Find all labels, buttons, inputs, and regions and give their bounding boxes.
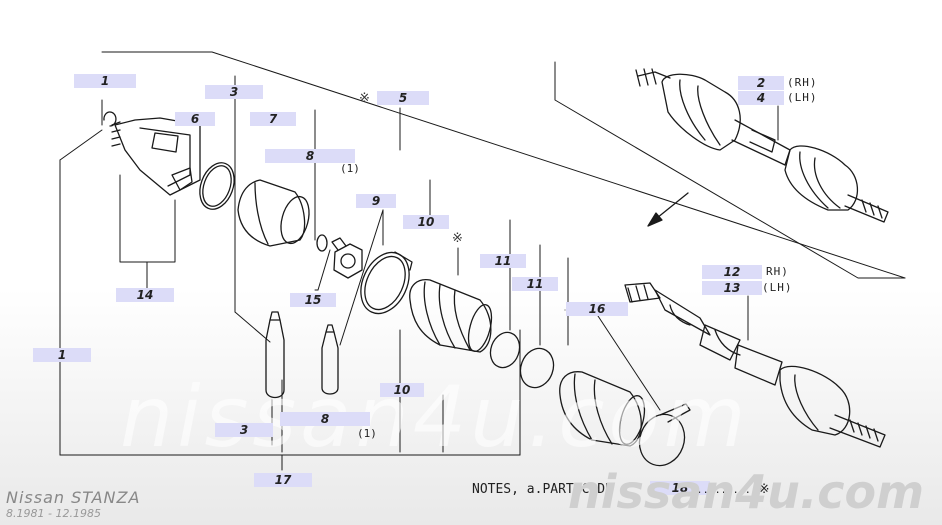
direction-arrow — [647, 192, 689, 227]
notes-dots: ......... — [696, 485, 751, 496]
quantity-8-top: (1) — [340, 162, 360, 175]
side-rh-2: (RH) — [787, 76, 818, 89]
drive-shaft-upper — [635, 68, 889, 223]
callout-3-top[interactable]: 3 — [205, 85, 263, 99]
callout-7[interactable]: 7 — [250, 112, 296, 126]
band-large — [638, 403, 691, 467]
callout-16[interactable]: 16 — [566, 302, 628, 316]
model-title: Nissan STANZA — [6, 488, 141, 507]
side-lh-13: (LH) — [762, 281, 793, 294]
notes-line: NOTES, a.PART CODE ......... ※ — [472, 482, 769, 497]
callout-10-bottom[interactable]: 10 — [380, 383, 424, 397]
callout-9[interactable]: 9 — [356, 194, 396, 208]
callout-3-bottom[interactable]: 3 — [215, 423, 273, 437]
callout-5[interactable]: 5 — [377, 91, 429, 105]
brand-logo: nissan4u.com — [568, 465, 925, 519]
callout-11-b[interactable]: 11 — [512, 277, 558, 291]
callout-8-bottom[interactable]: 8 — [280, 412, 370, 426]
boot-outer — [559, 371, 646, 447]
notes-mark: ※ — [758, 482, 770, 497]
spider-assembly — [331, 237, 363, 279]
callout-12[interactable]: 12 — [702, 265, 762, 279]
callout-17[interactable]: 17 — [254, 473, 312, 487]
side-lh-4: (LH) — [787, 91, 818, 104]
callout-1-bottom[interactable]: 1 — [33, 348, 91, 362]
band-clamp-2 — [519, 347, 555, 389]
boot-large — [409, 279, 493, 353]
quantity-8-bottom: (1) — [357, 427, 377, 440]
callout-14[interactable]: 14 — [116, 288, 174, 302]
snap-ring — [199, 162, 235, 210]
retaining-ring — [316, 234, 328, 252]
band-clamp — [489, 331, 521, 369]
boot-band — [360, 251, 413, 315]
callout-2[interactable]: 2 — [738, 76, 784, 90]
callout-11-a[interactable]: 11 — [480, 254, 526, 268]
grease-tube — [265, 311, 285, 399]
callout-13[interactable]: 13 — [702, 281, 762, 295]
asterisk-mark-10: ※ — [452, 230, 463, 245]
grease-tube-2 — [321, 324, 339, 395]
callout-8-top[interactable]: 8 — [265, 149, 355, 163]
asterisk-mark-5: ※ — [359, 90, 370, 105]
boot-small — [237, 179, 310, 247]
callout-10-top[interactable]: 10 — [403, 215, 449, 229]
callout-18[interactable]: 18 — [650, 481, 710, 495]
notes-prefix: NOTES, a.PART CODE — [472, 482, 613, 497]
joint-housing — [111, 117, 201, 196]
callout-4[interactable]: 4 — [738, 91, 784, 105]
drive-shaft-lower — [624, 282, 886, 448]
callout-1-top[interactable]: 1 — [74, 74, 136, 88]
watermark-text: nissan4u.com — [120, 368, 750, 466]
callout-15[interactable]: 15 — [290, 293, 336, 307]
callout-6[interactable]: 6 — [175, 112, 215, 126]
model-years: 8.1981 - 12.1985 — [6, 507, 101, 520]
side-rh-12: RH) — [766, 265, 789, 278]
